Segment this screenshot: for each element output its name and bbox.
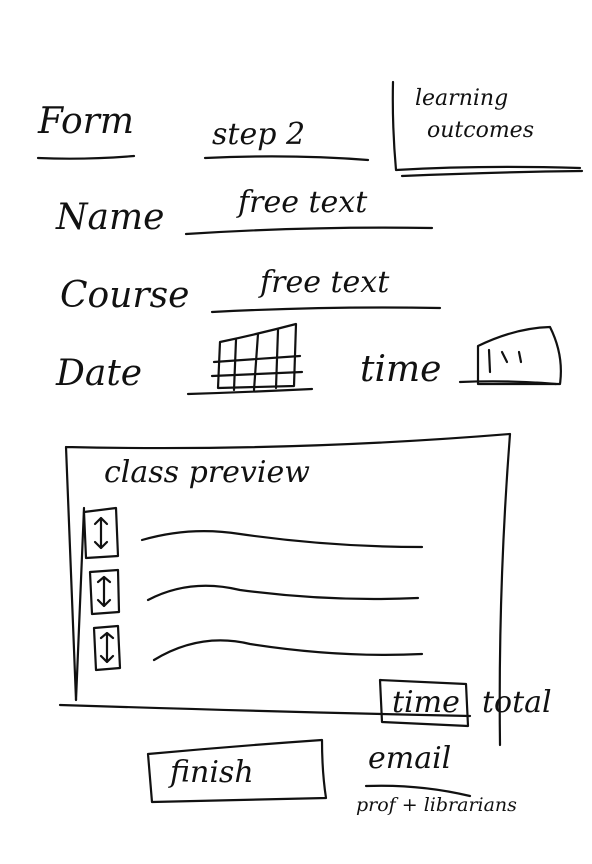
time-picker: [458, 325, 562, 386]
total-label: total: [482, 685, 552, 720]
step-label: step 2: [212, 117, 306, 152]
course-placeholder: free text: [260, 265, 390, 300]
course-input[interactable]: free text: [212, 266, 442, 310]
course-input-underline: [210, 306, 442, 314]
class-preview-inner-edge: [74, 506, 86, 702]
learning-outcomes-underline-2: [400, 169, 584, 178]
class-preview-row-1: [82, 506, 424, 560]
email-recipients: prof + librarians: [356, 794, 517, 816]
finish-button-box: [146, 738, 328, 804]
reorder-handle-2[interactable]: [90, 570, 120, 614]
email-button[interactable]: email: [364, 738, 474, 786]
date-label: Date: [56, 353, 143, 394]
learning-outcomes-box: [391, 80, 582, 172]
learning-outcomes-line-1: learning: [415, 86, 509, 111]
email-label: email: [368, 741, 452, 776]
date-picker: [186, 322, 314, 396]
reorder-handle-1[interactable]: [84, 508, 118, 558]
time-label: time: [360, 349, 442, 390]
name-label: Name: [56, 197, 165, 238]
class-preview-title: class preview: [104, 455, 310, 490]
step-underline: [203, 155, 370, 162]
name-input[interactable]: free text: [186, 186, 436, 232]
form-title: Form: [38, 101, 135, 142]
time-button-box: [378, 678, 470, 728]
time-button-label: time: [392, 685, 460, 720]
finish-button[interactable]: finish: [148, 742, 326, 802]
date-picker-button[interactable]: [210, 322, 314, 394]
learning-outcomes-tab[interactable]: learning outcomes: [393, 82, 583, 172]
class-preview-box: [58, 432, 512, 747]
class-preview-row-2: [88, 568, 420, 616]
time-picker-button[interactable]: [474, 326, 564, 386]
name-placeholder: free text: [238, 185, 368, 220]
learning-outcomes-line-2: outcomes: [427, 118, 534, 143]
form-title-underline: [36, 154, 136, 160]
class-preview-row-3: [92, 624, 424, 672]
email-underline: [364, 784, 472, 798]
course-label: Course: [60, 275, 190, 316]
finish-button-label: finish: [170, 755, 254, 790]
name-input-underline: [184, 226, 434, 236]
reorder-handle-3[interactable]: [94, 626, 122, 670]
time-total-button[interactable]: time: [380, 680, 468, 726]
